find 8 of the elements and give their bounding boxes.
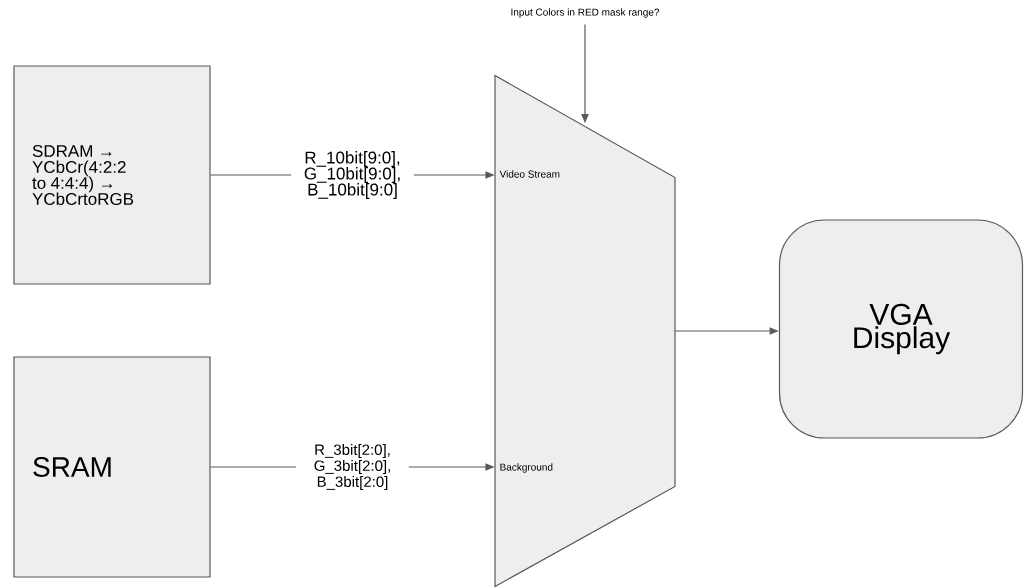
- edge-label: R_10bit[9:0], G_10bit[9:0], B_10bit[9:0]: [291, 149, 414, 201]
- note-text: Input Colors in RED mask range?: [511, 8, 660, 18]
- port-label: Background: [500, 463, 553, 473]
- display-box: VGA Display: [778, 219, 1024, 439]
- edge-label: R_3bit[2:0], G_3bit[2:0], B_3bit[2:0]: [296, 442, 409, 492]
- process-box: SRAM: [13, 356, 211, 578]
- process-box: SDRAM → YCbCr(4:2:2 to 4:4:4) → YCbCrtoRGB: [13, 65, 211, 285]
- port-label: Video Stream: [499, 170, 560, 178]
